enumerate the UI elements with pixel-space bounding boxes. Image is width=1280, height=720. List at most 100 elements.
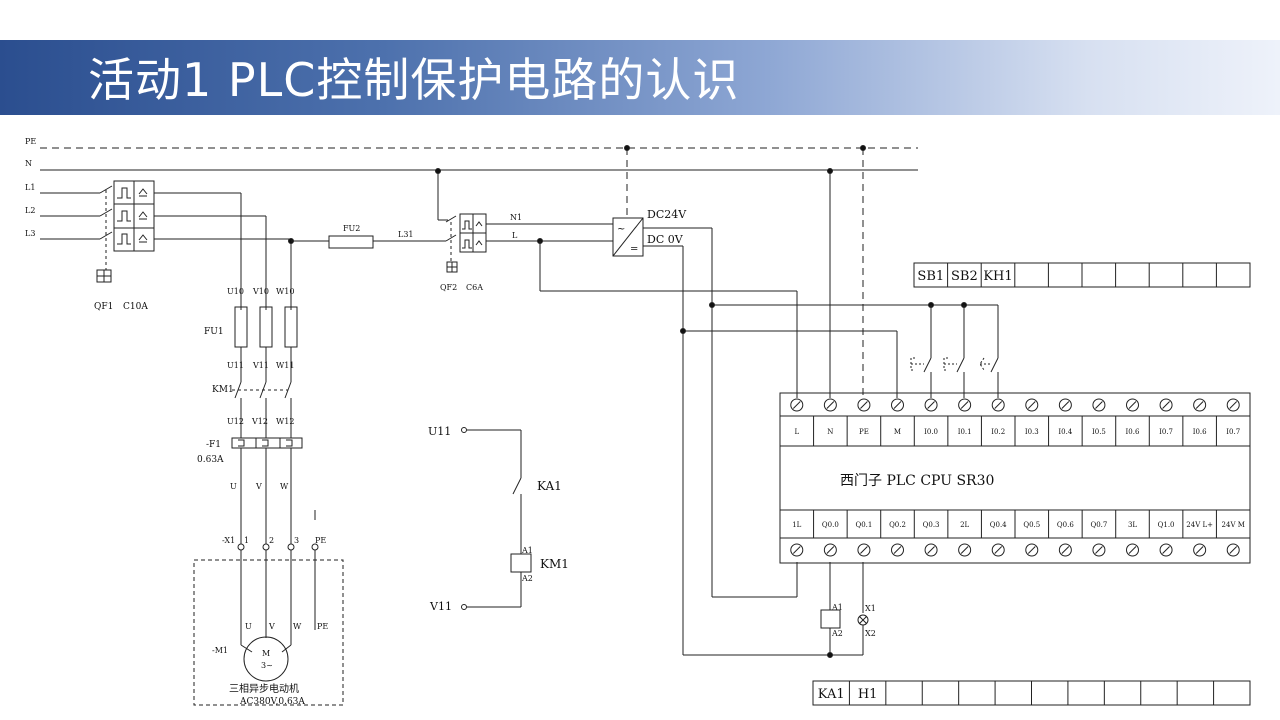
plc-bottom-terminal — [924, 543, 938, 557]
plc-top-terminal — [991, 398, 1005, 412]
svg-text:U10: U10 — [227, 287, 244, 296]
fu2-label: FU2 — [343, 224, 360, 233]
plc-bottom-terminal — [1126, 543, 1139, 557]
qf2-l: L — [512, 231, 518, 240]
svg-text:A1: A1 — [521, 546, 533, 555]
plc-bottom-terminal — [857, 543, 871, 557]
plc-bottom-label: Q0.5 — [1023, 521, 1040, 529]
plc-top-terminal — [1193, 398, 1207, 412]
plc-top-terminal — [857, 398, 871, 412]
output-table-cell: H1 — [858, 687, 878, 702]
svg-text:1: 1 — [244, 536, 249, 545]
coil-circuit: U11 KA1 A1 A2 KM1 V11 — [428, 425, 569, 613]
plc-cpu: L1LNQ0.0PEQ0.1MQ0.2I0.0Q0.3I0.12LI0.2Q0.… — [779, 392, 1251, 564]
svg-text:V10: V10 — [252, 287, 269, 296]
svg-text:PE: PE — [315, 536, 326, 545]
motor-name: -M1 — [212, 646, 228, 655]
plc-top-label: I0.7 — [1226, 428, 1240, 436]
plc-top-terminal — [924, 398, 938, 412]
svg-text:3: 3 — [294, 536, 299, 545]
plc-top-terminal — [823, 398, 837, 412]
page-title: 活动1 PLC控制保护电路的认识 — [88, 53, 740, 107]
svg-text:W: W — [280, 482, 289, 491]
svg-text:~: ~ — [617, 224, 625, 235]
plc-top-label: L — [794, 428, 799, 436]
plc-top-terminal — [958, 398, 972, 412]
plc-top-label: I0.7 — [1159, 428, 1173, 436]
km1-main-contacts: KM1 — [212, 381, 292, 399]
plc-top-label: I0.5 — [1092, 428, 1106, 436]
plc-top-terminal — [1226, 398, 1240, 412]
input-table-cell: KH1 — [983, 269, 1012, 284]
qf2-n1: N1 — [510, 213, 522, 222]
plc-top-terminal — [1058, 398, 1072, 412]
plc-bottom-label: Q1.0 — [1158, 521, 1175, 529]
svg-text:W10: W10 — [276, 287, 294, 296]
plc-bottom-terminal — [1025, 543, 1039, 557]
qf1-breaker: QF1 C10A — [94, 180, 155, 312]
plc-top-label: I0.3 — [1025, 428, 1039, 436]
l3-label: L3 — [25, 229, 35, 238]
h1-lamp: X1 X2 — [857, 604, 876, 638]
svg-text:V: V — [255, 482, 262, 491]
plc-bottom-terminal — [1159, 543, 1173, 557]
svg-text:U12: U12 — [227, 417, 244, 426]
fu1-label: FU1 — [204, 327, 224, 337]
ka1-contact-label: KA1 — [537, 479, 562, 493]
qf2-breaker: QF2 C6A — [440, 213, 487, 292]
svg-text:U: U — [245, 622, 252, 631]
fu1-fuses: FU1 — [204, 306, 298, 348]
plc-bottom-terminal — [991, 543, 1005, 557]
psu-dc24: DC24V — [647, 208, 687, 221]
plc-bottom-label: Q0.7 — [1090, 521, 1107, 529]
svg-text:W: W — [293, 622, 302, 631]
input-table-cell: SB1 — [917, 269, 944, 284]
motor-spec: AC380V,0.63A — [239, 697, 305, 707]
plc-top-label: I0.2 — [991, 428, 1005, 436]
plc-top-terminal — [790, 398, 804, 412]
svg-text:PE: PE — [317, 622, 328, 631]
coil-top-label: U11 — [428, 425, 451, 438]
plc-bottom-label: 3L — [1128, 521, 1137, 529]
svg-text:W12: W12 — [276, 417, 294, 426]
km1-coil-label: KM1 — [540, 557, 569, 571]
qf1-rating: C10A — [123, 302, 148, 312]
plc-bottom-terminal — [823, 543, 837, 557]
plc-top-label: I0.1 — [958, 428, 972, 436]
qf2-rating: C6A — [466, 283, 483, 292]
plc-bottom-terminal — [790, 543, 804, 557]
title-bar — [0, 40, 1280, 115]
motor-symbol: M — [262, 649, 270, 658]
ka1-output-coil: A1 A2 — [820, 603, 843, 638]
pe-rail-label: PE — [25, 137, 36, 146]
plc-top-label: M — [894, 428, 901, 436]
svg-text:2: 2 — [269, 536, 274, 545]
plc-bottom-label: Q0.3 — [923, 521, 940, 529]
psu-dc0: DC 0V — [647, 233, 684, 246]
input-switches — [910, 350, 999, 398]
f1-overload: -F1 0.63A — [197, 437, 303, 465]
motor-desc: 三相异步电动机 — [229, 682, 299, 695]
plc-bottom-label: 1L — [792, 521, 801, 529]
l2-label: L2 — [25, 206, 35, 215]
plc-bottom-terminal — [1226, 543, 1240, 557]
motor-m1: M 3~ U V W PE -M1 三相异步电动机 AC380V,0.63A — [193, 550, 344, 707]
qf1-name: QF1 — [94, 302, 113, 312]
svg-text:=: = — [630, 244, 638, 255]
plc-top-terminal — [1126, 398, 1139, 412]
plc-top-label: I0.0 — [924, 428, 938, 436]
power-supply: ~ = DC24V DC 0V — [612, 208, 687, 257]
plc-bottom-terminal — [1058, 543, 1072, 557]
plc-bottom-label: 2L — [960, 521, 969, 529]
coil-bottom-label: V11 — [429, 600, 452, 613]
n-rail-label: N — [25, 159, 32, 168]
svg-text:V11: V11 — [252, 361, 269, 370]
svg-text:X2: X2 — [865, 629, 876, 638]
svg-text:U: U — [230, 482, 237, 491]
svg-text:U11: U11 — [227, 361, 244, 370]
km1-label: KM1 — [212, 385, 234, 395]
plc-top-label: I0.4 — [1058, 428, 1072, 436]
qf2-name: QF2 — [440, 283, 457, 292]
